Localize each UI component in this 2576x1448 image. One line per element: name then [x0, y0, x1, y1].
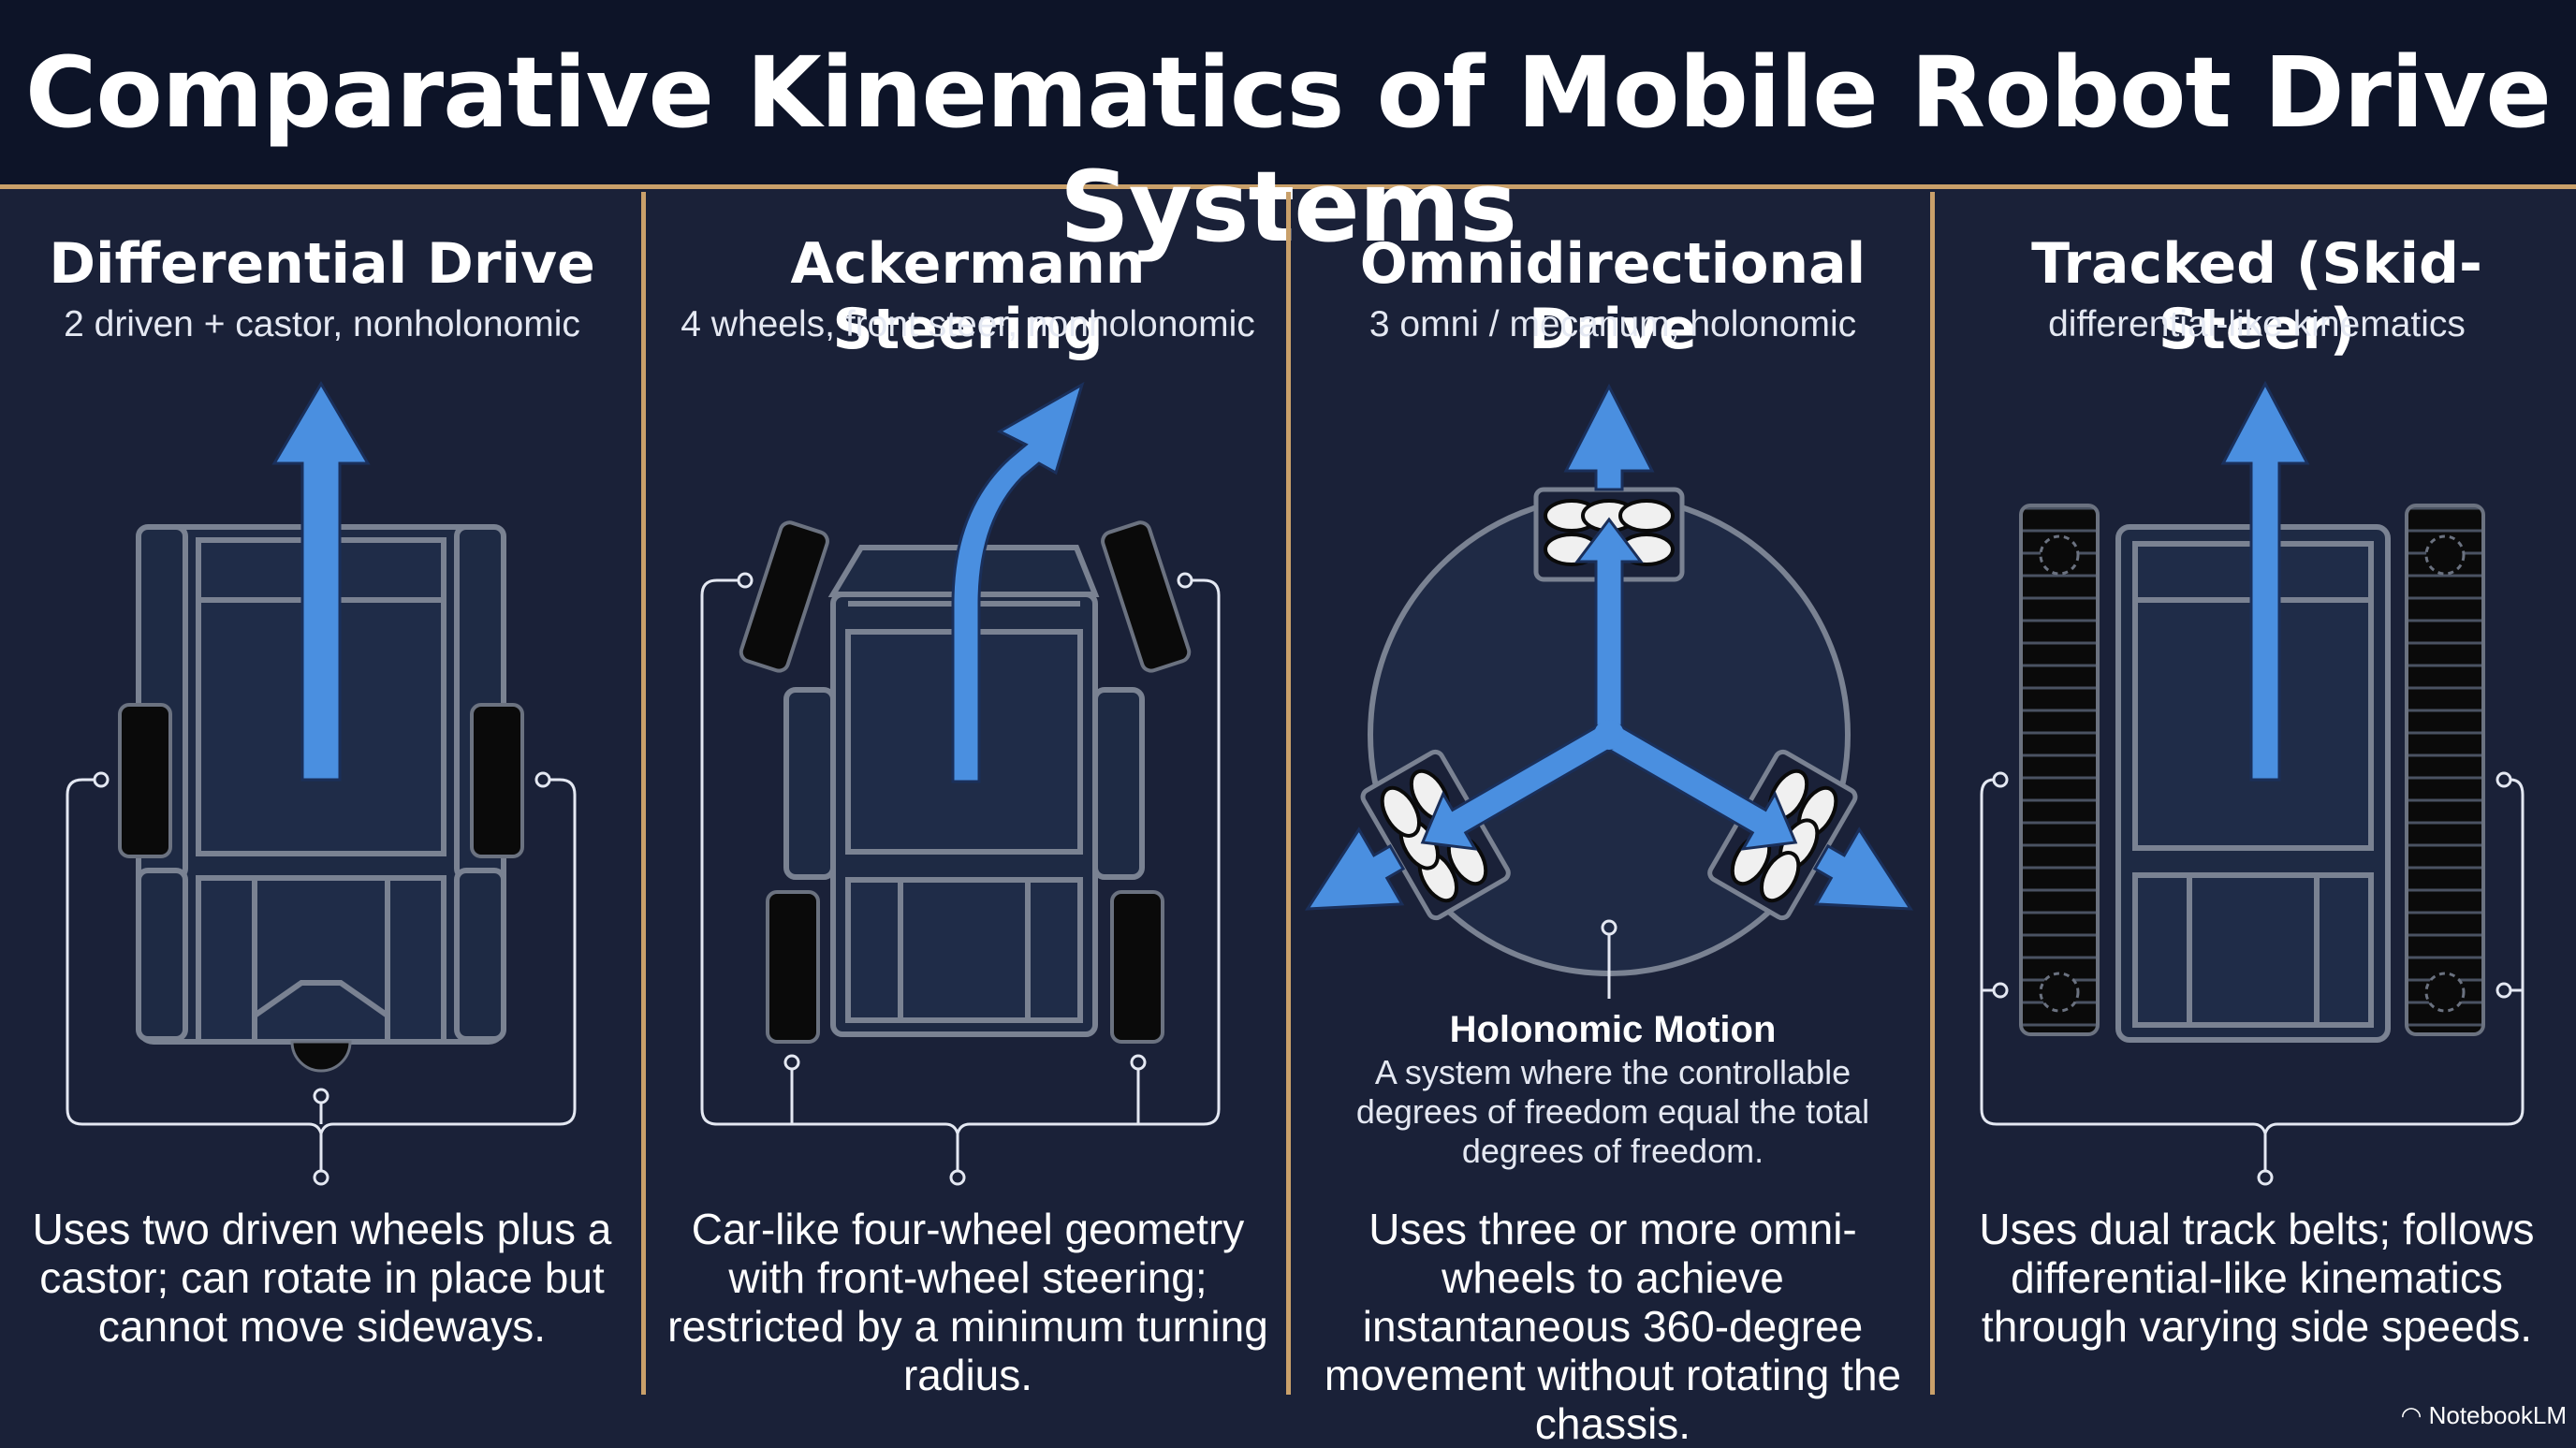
- footer-label: NotebookLM: [2428, 1401, 2567, 1429]
- left-driven-wheel: [118, 703, 172, 858]
- holonomic-callout: Holonomic Motion A system where the cont…: [1291, 1006, 1935, 1171]
- right-track: [2405, 504, 2485, 1036]
- panel-title: Tracked (Skid-Steer): [2031, 231, 2482, 362]
- forward-arrow: [271, 381, 371, 782]
- left-track: [2019, 504, 2100, 1036]
- front-right-wheel: [1101, 520, 1192, 673]
- differential-drive-diagram: [66, 381, 577, 1186]
- panel-subtitle: 2 driven + castor, nonholonomic: [64, 304, 580, 344]
- panel-subtitle: 3 omni / mecanum, holonomic: [1368, 304, 1857, 344]
- panel-title: Ackermann Steering: [790, 231, 1146, 362]
- outer-arrow-up: [1563, 383, 1655, 491]
- panel-description: Uses dual track belts; follows different…: [1979, 1205, 2535, 1351]
- outer-arrow-right: [1812, 826, 1914, 911]
- castor-wheel: [290, 1040, 352, 1073]
- callout-title: Holonomic Motion: [1449, 1009, 1777, 1050]
- omnidirectional-drive-diagram: [1304, 383, 1914, 999]
- panel-subtitle: differential-like kinematics: [2048, 304, 2466, 344]
- panel-description: Uses two driven wheels plus a castor; ca…: [32, 1205, 612, 1351]
- outer-arrow-left: [1304, 826, 1406, 911]
- right-driven-wheel: [470, 703, 524, 858]
- notebooklm-logo-icon: ◠: [2400, 1401, 2422, 1429]
- curved-turning-arrow: [951, 381, 1085, 783]
- panel-subtitle: 4 wheels, front steer, nonholonomic: [681, 304, 1255, 344]
- rear-left-wheel: [766, 890, 820, 1044]
- ackermann-steering-diagram: [700, 381, 1221, 1186]
- forward-arrow: [2220, 380, 2310, 782]
- header-bar: Comparative Kinematics of Mobile Robot D…: [0, 0, 2576, 264]
- tracked-skid-steer-diagram: [1980, 380, 2525, 1186]
- front-left-wheel: [739, 520, 829, 673]
- panel-description: Car-like four-wheel geometry with front-…: [667, 1205, 1268, 1399]
- callout-text: A system where the controllable degrees …: [1355, 1053, 1870, 1170]
- footer-brand: ◠ NotebookLM: [2401, 1401, 2567, 1430]
- panel-divider: [1286, 192, 1291, 1395]
- panel-ackermann-steering: Ackermann Steering 4 wheels, front steer…: [646, 192, 1290, 1438]
- panel-title: Omnidirectional Drive: [1359, 231, 1866, 362]
- panel-description: Uses three or more omni-wheels to achiev…: [1324, 1205, 1902, 1448]
- inner-arrows: [1420, 517, 1798, 851]
- omni-wheel-top: [1533, 487, 1685, 582]
- panel-differential-drive: Differential Drive 2 driven + castor, no…: [0, 192, 644, 1438]
- panel-divider: [1930, 192, 1935, 1395]
- rear-right-wheel: [1110, 890, 1164, 1044]
- panel-omnidirectional-drive: Omnidirectional Drive 3 omni / mecanum, …: [1291, 192, 1935, 1448]
- panel-tracked-skid-steer: Tracked (Skid-Steer) differential-like k…: [1935, 192, 2576, 1438]
- panel-divider: [641, 192, 646, 1395]
- panel-title: Differential Drive: [49, 231, 595, 297]
